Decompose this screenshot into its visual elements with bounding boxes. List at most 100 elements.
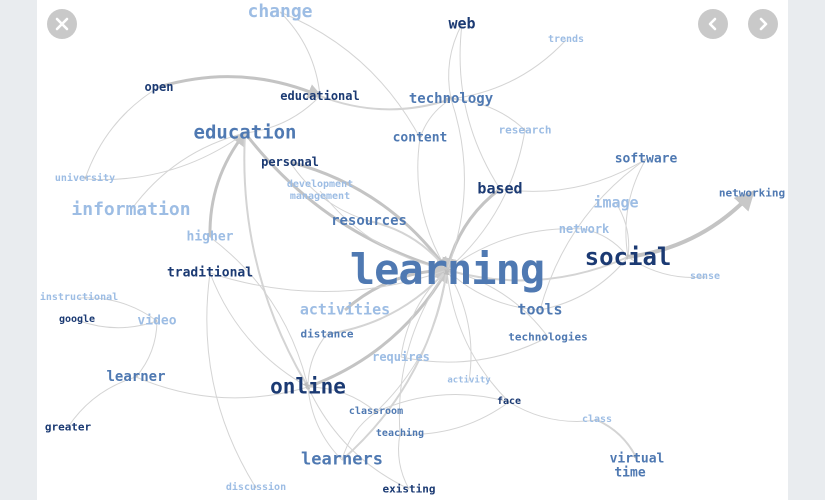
edge-social-learning (445, 256, 629, 282)
edge-social-networking (627, 190, 755, 259)
edge-university-education (84, 132, 246, 181)
edge-tools-learning (446, 269, 541, 311)
word-trends: trends (547, 34, 585, 45)
word-networking: networking (718, 186, 786, 200)
edge-learners-online (306, 386, 343, 461)
edge-information-education (130, 132, 246, 211)
word-face: face (496, 396, 522, 407)
edge-tools-software (539, 158, 647, 311)
edge-education-learning (243, 132, 450, 274)
word-video: video (137, 313, 177, 329)
word-research: research (498, 123, 552, 137)
edge-resources-learning (368, 220, 448, 271)
word-requires: requires (372, 350, 430, 364)
edge-traditional-discussion (206, 272, 257, 489)
word-learners: learners (301, 449, 383, 470)
edge-open-university (84, 86, 160, 180)
edge-research-learning (446, 129, 526, 271)
edge-teaching-learning (398, 269, 448, 435)
word-change: change (247, 1, 313, 22)
edge-personal-resources (289, 161, 370, 222)
word-image: image (593, 193, 639, 212)
word-class: class (581, 414, 613, 425)
word-greater: greater (44, 420, 92, 434)
word-network: network (558, 222, 610, 236)
edge-educational-education (244, 95, 321, 135)
edge-teaching-face (399, 401, 510, 435)
edge-technology-research (450, 98, 526, 131)
word-social: social (584, 243, 672, 271)
edge-traditional-learning (209, 269, 448, 292)
word-technologies: technologies (508, 330, 588, 344)
edge-activities-learning (344, 262, 450, 312)
edge-software-based (499, 158, 647, 192)
edge-instructional-video (78, 297, 158, 322)
edge-educational-technology (319, 95, 453, 111)
edge-education-online (243, 132, 309, 389)
word-existing: existing (382, 482, 436, 496)
word-classroom: classroom (348, 406, 404, 417)
edge-learners-classroom (341, 411, 377, 461)
word-university: university (54, 173, 116, 184)
close-button[interactable] (47, 9, 77, 39)
word-instructional: instructional (39, 292, 119, 303)
word-web: web (448, 14, 476, 33)
edge-open-educational (158, 75, 323, 99)
edge-traditional-online (209, 272, 309, 388)
chevron-left-icon (708, 17, 717, 31)
word-tools: tools (517, 300, 563, 319)
edge-existing-teaching (398, 433, 410, 490)
word-education: education (193, 121, 297, 144)
word-teaching: teaching (375, 428, 425, 439)
word-software: software (614, 151, 678, 167)
edge-web-based (459, 23, 501, 190)
edge-learners-learning (341, 268, 450, 461)
edge-change-educational (279, 11, 322, 97)
edge-web-technology (448, 23, 463, 100)
close-icon (55, 17, 69, 31)
word-network-diagram: learning social online education informa… (37, 0, 788, 500)
next-button[interactable] (748, 9, 778, 39)
edge-video-learner (135, 320, 158, 378)
word-virtual: virtual (609, 451, 665, 467)
word-activities: activities (299, 300, 391, 319)
edge-class-virtual (596, 419, 638, 461)
word-traditional: traditional (166, 265, 254, 281)
edge-distance-online (306, 333, 328, 388)
word-technology: technology (408, 91, 494, 107)
edge-technologies-learning (446, 269, 549, 338)
word-distance: distance (300, 327, 354, 341)
word-educational: educational (280, 89, 360, 103)
edge-existing-online (307, 386, 410, 490)
edge-trends-technology (450, 39, 567, 101)
edge-personal-learning (289, 160, 449, 273)
edge-tools-social (539, 256, 629, 311)
word-learner: learner (106, 369, 166, 385)
word-open: open (144, 80, 174, 94)
edge-requires-learning (400, 269, 448, 358)
edge-classroom-face (375, 394, 510, 413)
word-resources: resources (331, 213, 407, 229)
edge-activity-learning (446, 269, 472, 382)
previous-button[interactable] (698, 9, 728, 39)
chevron-right-icon (759, 17, 768, 31)
edge-network-learning (446, 228, 585, 271)
word-sense: sense (689, 271, 721, 282)
edge-technology-learning (446, 98, 465, 271)
word-based: based (477, 179, 523, 198)
edge-software-social (625, 158, 647, 258)
edge-greater-learner (67, 376, 137, 428)
edge-online-classroom (307, 386, 377, 413)
edge-google-video (76, 319, 158, 329)
edge-social-sense (627, 256, 706, 279)
word-activity: activity (447, 375, 491, 386)
word-management: management (289, 191, 351, 202)
edge-face-learning (445, 269, 510, 403)
word-information: information (71, 199, 191, 220)
word-time: time (614, 465, 646, 481)
word-personal: personal (261, 155, 319, 169)
word-discussion: discussion (225, 482, 287, 493)
edge-higher-online (209, 236, 309, 388)
edge-learner-online (135, 376, 309, 399)
edge-requires-technologies (400, 336, 549, 363)
